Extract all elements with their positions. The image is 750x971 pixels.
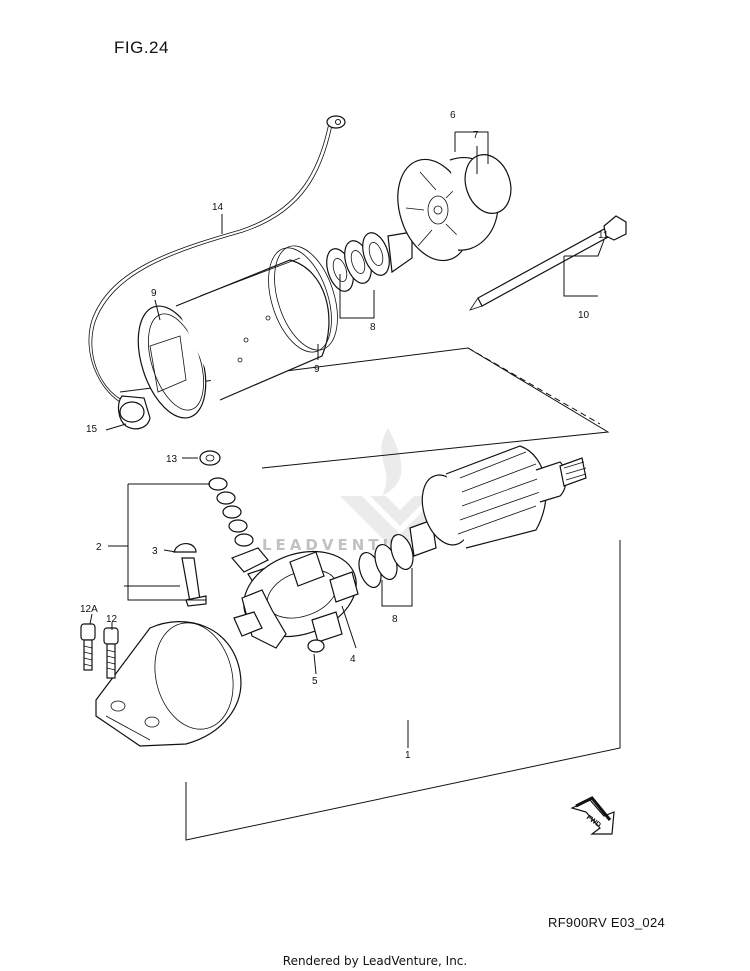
callout-8-lower: 8 bbox=[392, 614, 398, 625]
figure-title: FIG.24 bbox=[114, 38, 169, 57]
callout-4: 4 bbox=[350, 654, 356, 665]
callout-7: 7 bbox=[473, 130, 479, 141]
drawing-code: RF900RV E03_024 bbox=[548, 915, 666, 930]
callout-11: 11 bbox=[598, 230, 609, 241]
callout-14: 14 bbox=[212, 202, 224, 213]
callout-5: 5 bbox=[312, 676, 318, 687]
callouts: 6 7 14 9 8 11 10 9 15 13 2 3 12A 12 8 4 … bbox=[80, 110, 609, 761]
brush-holder bbox=[233, 550, 359, 653]
upper-group-frame-dashed bbox=[467, 347, 601, 425]
yoke-housing bbox=[137, 245, 338, 419]
callout-15: 15 bbox=[86, 424, 98, 435]
through-bolt bbox=[469, 215, 627, 311]
footer-credit: Rendered by LeadVenture, Inc. bbox=[282, 954, 468, 968]
leader-lines bbox=[89, 131, 605, 748]
washer-set-lower bbox=[358, 534, 414, 588]
washer-set-upper bbox=[326, 231, 413, 292]
callout-2: 2 bbox=[96, 542, 102, 553]
bolt-12 bbox=[103, 627, 119, 679]
callout-10: 10 bbox=[578, 310, 590, 321]
callout-3: 3 bbox=[152, 546, 158, 557]
fwd-arrow-icon: FWD bbox=[570, 796, 615, 835]
callout-9-lower: 9 bbox=[314, 364, 320, 375]
callout-9-upper: 9 bbox=[151, 288, 157, 299]
bolt-12a bbox=[80, 623, 96, 671]
upper-group-frame bbox=[119, 347, 610, 469]
callout-13: 13 bbox=[166, 454, 178, 465]
callout-12a: 12A bbox=[80, 604, 98, 615]
callout-8-upper: 8 bbox=[370, 322, 376, 333]
lower-group-frame bbox=[185, 540, 621, 841]
lead-wire bbox=[88, 115, 346, 430]
end-housing bbox=[95, 621, 242, 747]
armature bbox=[409, 445, 587, 557]
callout-6: 6 bbox=[450, 110, 456, 121]
callout-1: 1 bbox=[405, 750, 411, 761]
callout-12: 12 bbox=[106, 614, 118, 625]
